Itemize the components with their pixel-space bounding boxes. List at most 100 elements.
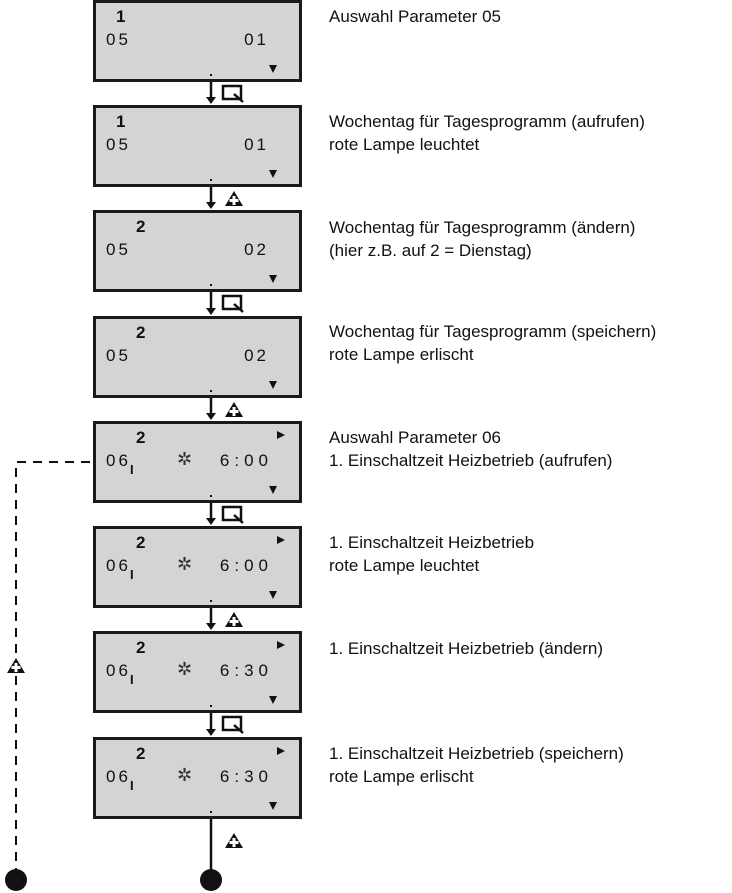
lcd-display: 1 05 01 xyxy=(93,0,302,82)
key-icon xyxy=(221,505,244,524)
display-dot xyxy=(210,600,212,602)
weekday-number: 2 xyxy=(136,533,146,552)
parameter-number: 05 xyxy=(106,135,131,154)
step-description: Wochentag für Tagesprogramm (aufrufen) ro… xyxy=(329,110,645,156)
parameter-value: 02 xyxy=(244,346,269,365)
description-line-2: rote Lampe leuchtet xyxy=(329,556,480,575)
weekday-number: 2 xyxy=(136,428,146,447)
step-description: Auswahl Parameter 05 xyxy=(329,5,501,28)
description-line-2: 1. Einschaltzeit Heizbetrieb (aufrufen) xyxy=(329,451,613,470)
triangle-down-icon xyxy=(269,381,277,389)
display-dot xyxy=(210,74,212,76)
switch-period-index: I xyxy=(130,462,134,477)
step-description: 1. Einschaltzeit Heizbetrieb (ändern) xyxy=(329,637,603,660)
flow-arrowhead xyxy=(206,729,216,736)
triangle-down-icon xyxy=(269,802,277,810)
parameter-value: 01 xyxy=(244,30,269,49)
weekday-number: 2 xyxy=(136,638,146,657)
display-dot xyxy=(210,811,212,813)
display-dot xyxy=(210,495,212,497)
triangle-right-icon xyxy=(277,747,285,755)
parameter-value: 02 xyxy=(244,240,269,259)
description-line-1: 1. Einschaltzeit Heizbetrieb (speichern) xyxy=(329,744,624,763)
plus-icon xyxy=(225,833,243,848)
parameter-number: 05 xyxy=(106,346,131,365)
triangle-right-icon xyxy=(277,536,285,544)
exit-node xyxy=(200,869,222,891)
loop-node xyxy=(5,869,27,891)
display-dot xyxy=(210,284,212,286)
description-line-2: rote Lampe erlischt xyxy=(329,345,474,364)
triangle-down-icon xyxy=(269,275,277,283)
flow-arrowhead xyxy=(206,623,216,630)
parameter-number: 06 xyxy=(106,767,131,786)
description-line-2: rote Lampe erlischt xyxy=(329,767,474,786)
description-line-1: Wochentag für Tagesprogramm (speichern) xyxy=(329,322,657,341)
description-line-1: Auswahl Parameter 06 xyxy=(329,428,501,447)
flow-arrowhead xyxy=(206,308,216,315)
parameter-number: 06 xyxy=(106,451,131,470)
lcd-display: 2 05 02 xyxy=(93,210,302,292)
heating-sun-icon: ✲ xyxy=(177,449,193,469)
step-description: 1. Einschaltzeit Heizbetrieb rote Lampe l… xyxy=(329,531,534,577)
flow-arrowhead xyxy=(206,413,216,420)
step-description: Auswahl Parameter 06 1. Einschaltzeit Hei… xyxy=(329,426,612,472)
display-dot xyxy=(210,179,212,181)
weekday-number: 2 xyxy=(136,217,146,236)
step-description: Wochentag für Tagesprogramm (ändern) (hie… xyxy=(329,216,635,262)
description-line-2: rote Lampe leuchtet xyxy=(329,135,480,154)
key-icon xyxy=(221,294,244,313)
parameter-value: 6:30 xyxy=(219,661,273,680)
parameter-number: 05 xyxy=(106,240,131,259)
plus-icon xyxy=(225,402,243,417)
switch-period-index: I xyxy=(130,567,134,582)
display-dot xyxy=(210,705,212,707)
parameter-value: 01 xyxy=(244,135,269,154)
triangle-down-icon xyxy=(269,486,277,494)
description-line-1: 1. Einschaltzeit Heizbetrieb (ändern) xyxy=(329,639,604,658)
switch-period-index: I xyxy=(130,672,134,687)
parameter-value: 6:30 xyxy=(219,767,273,786)
triangle-down-icon xyxy=(269,696,277,704)
flow-arrowhead xyxy=(206,202,216,209)
heating-sun-icon: ✲ xyxy=(177,659,193,679)
triangle-right-icon xyxy=(277,641,285,649)
flow-arrowhead xyxy=(206,97,216,104)
parameter-value: 6:00 xyxy=(219,556,273,575)
flow-arrowhead xyxy=(206,518,216,525)
weekday-number: 1 xyxy=(116,7,126,26)
parameter-number: 06 xyxy=(106,556,131,575)
weekday-number: 1 xyxy=(116,112,126,131)
triangle-down-icon xyxy=(269,170,277,178)
key-icon xyxy=(221,84,244,103)
triangle-right-icon xyxy=(277,431,285,439)
plus-icon xyxy=(7,658,25,673)
step-description: 1. Einschaltzeit Heizbetrieb (speichern)… xyxy=(329,742,624,788)
description-line-1: Wochentag für Tagesprogramm (ändern) xyxy=(329,218,636,237)
switch-period-index: I xyxy=(130,778,134,793)
parameter-value: 6:00 xyxy=(219,451,273,470)
loop-back-dashed-line xyxy=(15,461,90,880)
lcd-display: 2 05 02 xyxy=(93,316,302,398)
display-dot xyxy=(210,390,212,392)
description-line-1: 1. Einschaltzeit Heizbetrieb xyxy=(329,533,535,552)
heating-sun-icon: ✲ xyxy=(177,765,193,785)
lcd-display: 1 05 01 xyxy=(93,105,302,187)
step-description: Wochentag für Tagesprogramm (speichern) r… xyxy=(329,320,656,366)
parameter-number: 06 xyxy=(106,661,131,680)
weekday-number: 2 xyxy=(136,323,146,342)
description-line-1: Auswahl Parameter 05 xyxy=(329,7,501,26)
description-line-1: Wochentag für Tagesprogramm (aufrufen) xyxy=(329,112,645,131)
heating-sun-icon: ✲ xyxy=(177,554,193,574)
parameter-number: 05 xyxy=(106,30,131,49)
triangle-down-icon xyxy=(269,591,277,599)
description-line-2: (hier z.B. auf 2 = Dienstag) xyxy=(329,241,532,260)
plus-icon xyxy=(225,612,243,627)
key-icon xyxy=(221,715,244,734)
